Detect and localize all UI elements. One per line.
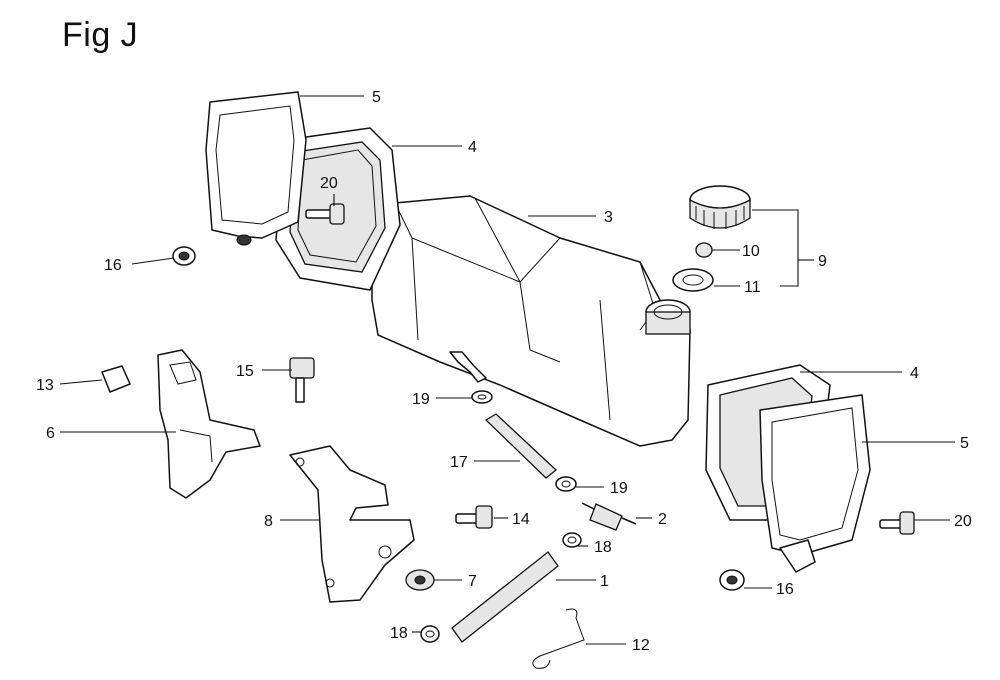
callout-3: 3 <box>604 209 613 226</box>
fuel-hose-1 <box>451 551 559 643</box>
fuel-hose-17 <box>484 413 557 479</box>
bolt-20-left <box>305 203 345 225</box>
cap-strainer-10 <box>695 242 713 258</box>
nut-16-right <box>719 569 745 591</box>
callout-19-lower: 19 <box>610 480 628 497</box>
callout-20-right: 20 <box>954 513 972 530</box>
cap-gasket-11 <box>672 268 714 292</box>
callout-19-upper: 19 <box>412 391 430 408</box>
tank-bracket-8 <box>289 445 415 603</box>
callout-18-lower: 18 <box>390 625 408 642</box>
callout-11: 11 <box>744 279 761 296</box>
callout-14: 14 <box>512 511 530 528</box>
callout-5-left: 5 <box>372 89 381 106</box>
callouts: 5 4 20 3 16 10 9 11 4 5 13 15 6 19 17 19… <box>36 89 972 654</box>
nut-16-left <box>172 246 196 266</box>
fuel-tank <box>371 195 691 447</box>
callout-5-right: 5 <box>960 435 969 452</box>
callout-15: 15 <box>236 363 254 380</box>
callout-13: 13 <box>36 377 54 394</box>
rubber-pad-13 <box>101 365 131 393</box>
callout-16-right: 16 <box>776 581 794 598</box>
fuel-cap <box>689 185 751 229</box>
nut-7 <box>405 569 435 591</box>
callout-4-right: 4 <box>910 365 919 382</box>
hose-clip-18-lower <box>420 625 440 643</box>
tank-band-right <box>759 394 871 573</box>
callout-17: 17 <box>450 454 468 471</box>
wire-clip-12 <box>532 608 585 669</box>
tank-bracket-6 <box>157 349 261 499</box>
bolt-20-right <box>879 511 915 535</box>
callout-10: 10 <box>742 243 760 260</box>
tank-band-left <box>205 91 307 246</box>
bolt-14 <box>455 505 493 529</box>
figure-title: Fig J <box>62 16 139 54</box>
hose-clip-19-lower <box>555 476 577 492</box>
callout-16-left: 16 <box>104 257 122 274</box>
callout-8: 8 <box>264 513 273 530</box>
hose-clip-18-center <box>562 532 582 548</box>
callout-2: 2 <box>658 511 667 528</box>
callout-18-center: 18 <box>594 539 612 556</box>
callout-20-left: 20 <box>320 175 338 192</box>
leader-lines <box>59 95 955 645</box>
callout-12: 12 <box>632 637 650 654</box>
callout-7: 7 <box>468 573 477 590</box>
hose-clip-19-upper <box>471 390 493 404</box>
bolt-15 <box>289 357 315 403</box>
callout-4-left: 4 <box>468 139 477 156</box>
fuel-filter-2 <box>581 502 637 531</box>
callout-9: 9 <box>818 253 827 270</box>
callout-6: 6 <box>46 425 55 442</box>
callout-1: 1 <box>600 573 609 590</box>
